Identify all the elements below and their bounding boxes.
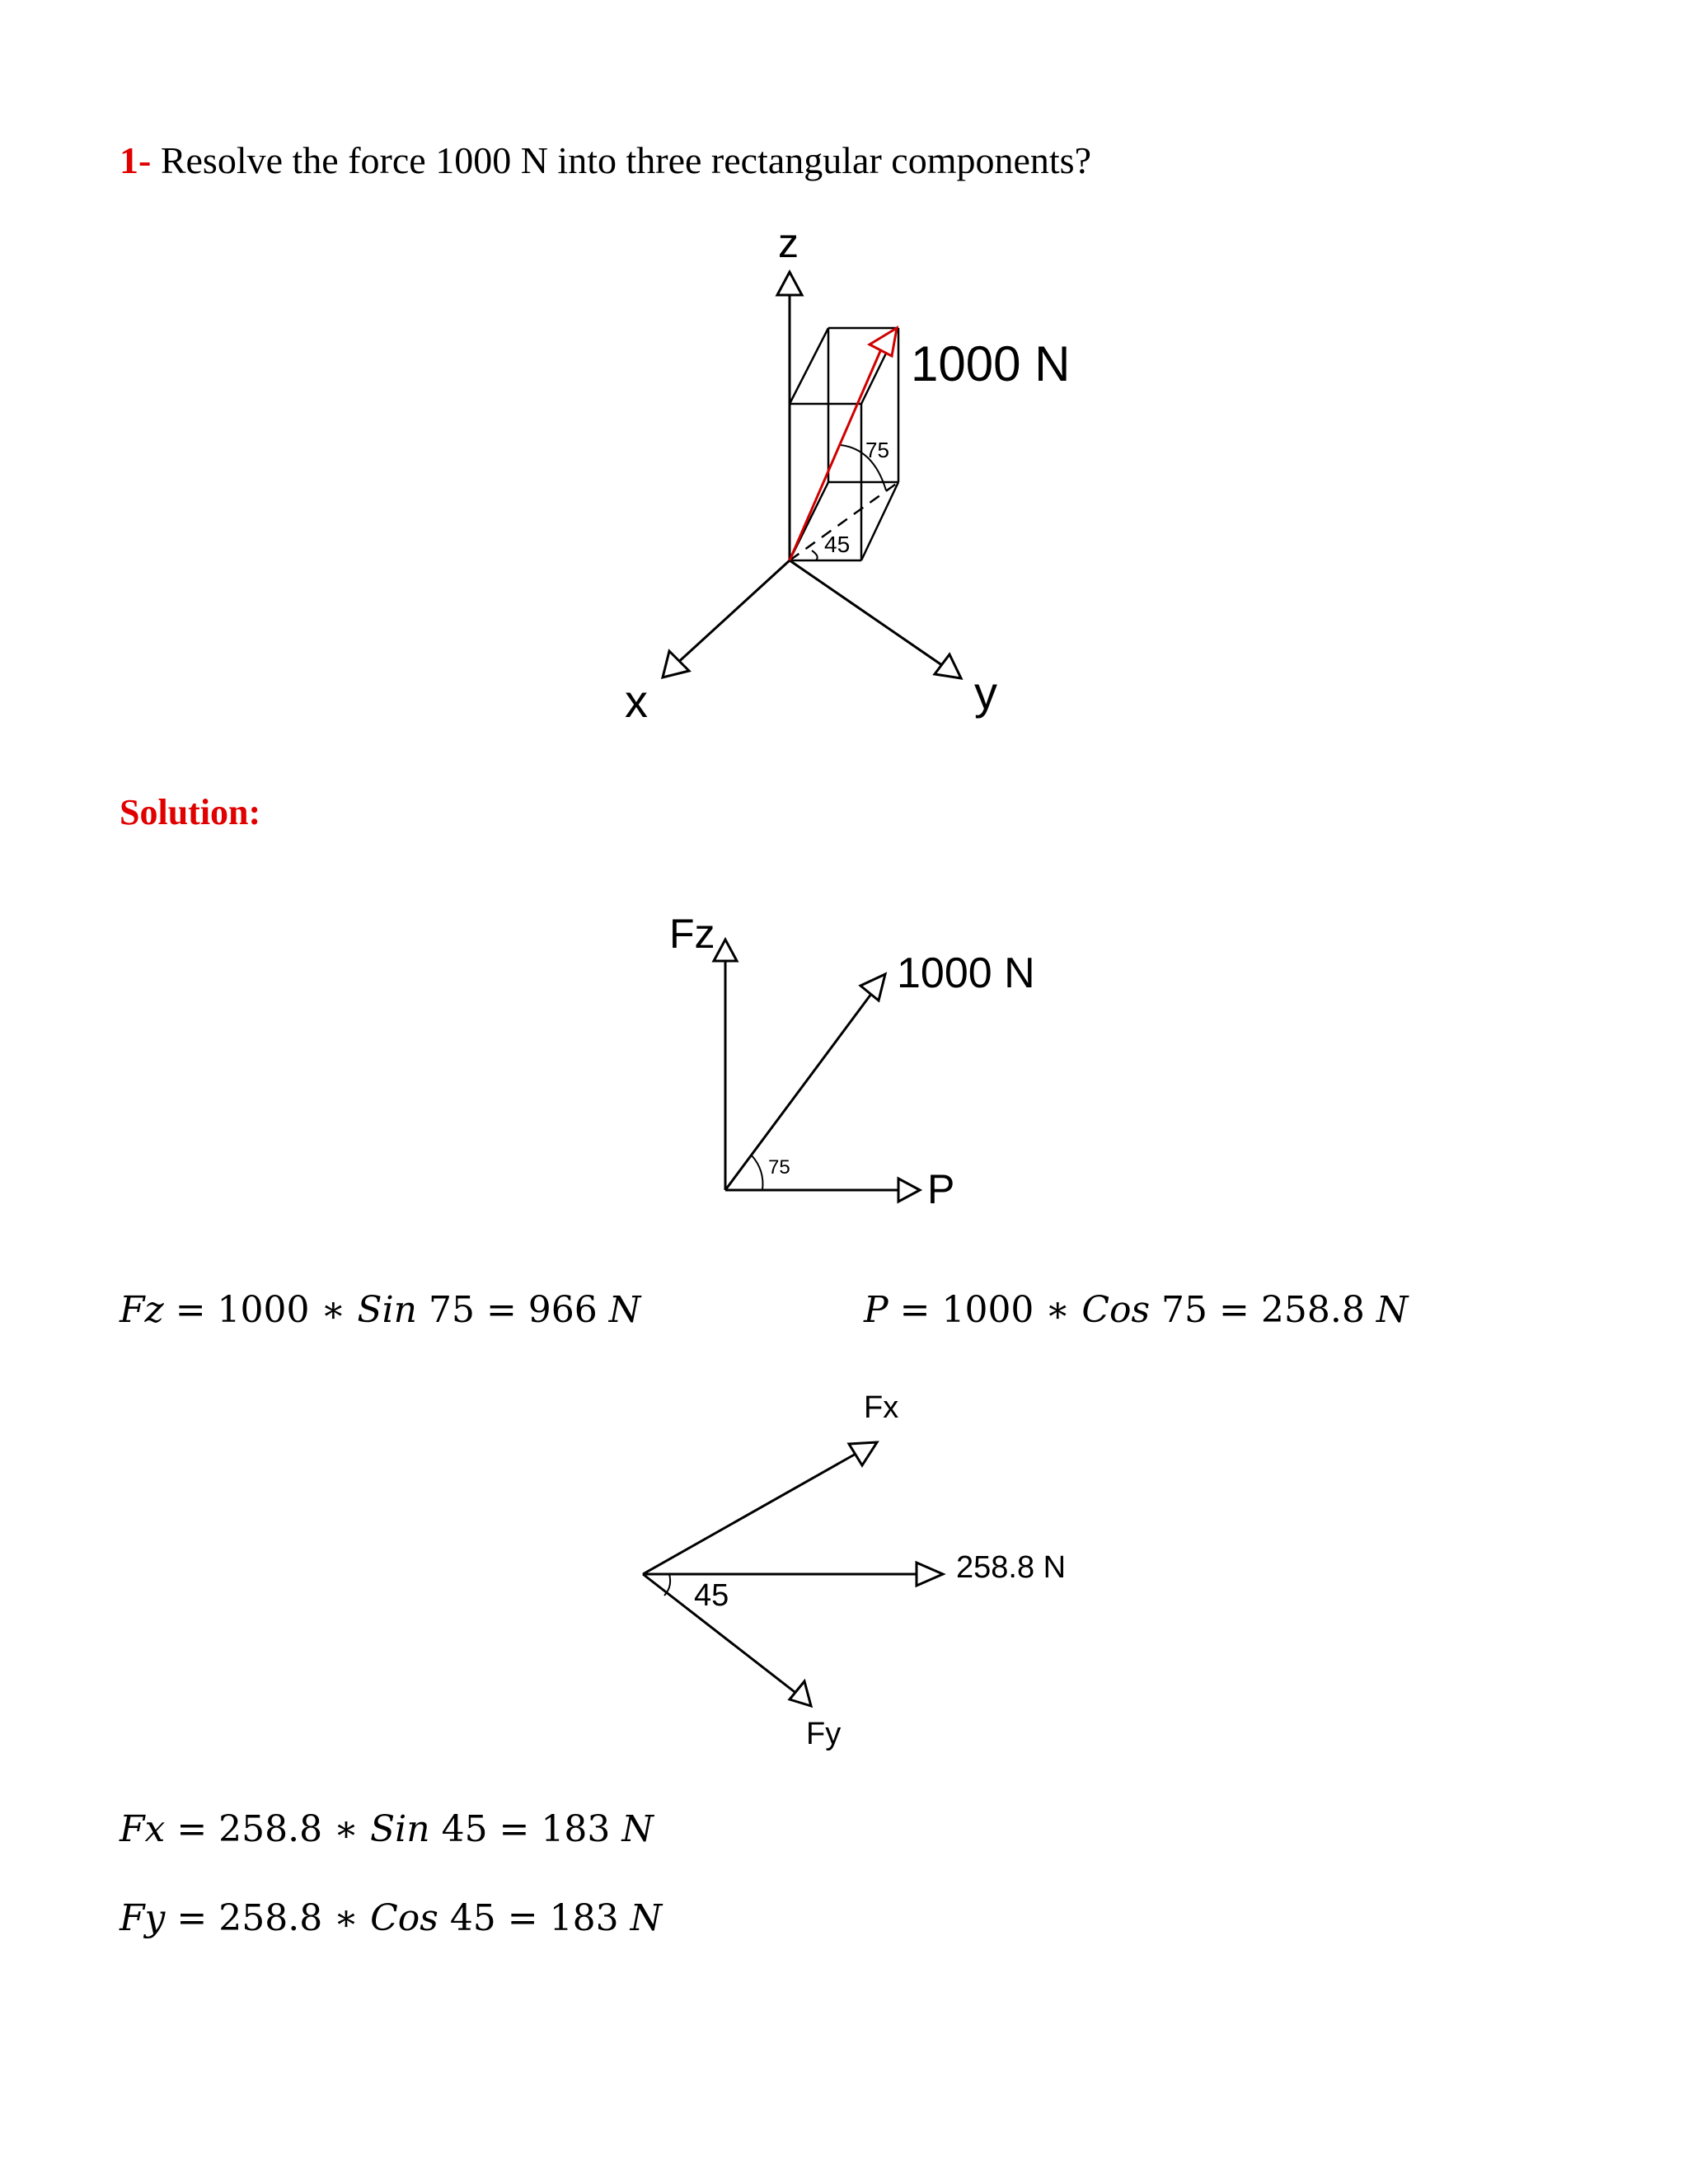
eq-fy-fn: Cos bbox=[370, 1897, 438, 1939]
fx-arrowhead bbox=[846, 1441, 879, 1468]
figure-fz-p bbox=[711, 936, 923, 1204]
force-1000n-label-2: 1000 N bbox=[897, 949, 1035, 997]
angle-75-arc bbox=[751, 1155, 764, 1191]
eq-fz-fn: Sin bbox=[357, 1289, 417, 1331]
angle-45-label-2: 45 bbox=[694, 1578, 729, 1613]
question-text: Resolve the force 1000 N into three rect… bbox=[160, 139, 1091, 181]
p-horizontal-arrowhead bbox=[915, 1560, 946, 1588]
eq-fx-fn: Sin bbox=[370, 1808, 430, 1850]
fy-vector-line bbox=[642, 1572, 799, 1696]
eq-p-tail: 75 = 258.8 bbox=[1150, 1289, 1376, 1331]
eq-fz-lhs: Fz bbox=[120, 1289, 164, 1331]
force-box bbox=[788, 326, 900, 562]
p-arrowhead bbox=[897, 1176, 923, 1204]
eq-p-unit: N bbox=[1376, 1289, 1409, 1331]
y-axis-label: y bbox=[974, 667, 997, 719]
eq-fx-rest: = 258.8 ∗ bbox=[165, 1808, 371, 1850]
equation-p: P = 1000 ∗ Cos 75 = 258.8 N bbox=[864, 1287, 1408, 1333]
eq-fy-unit: N bbox=[630, 1897, 663, 1939]
angle-45-arc bbox=[663, 1573, 672, 1596]
force-1000n-label: 1000 N bbox=[911, 336, 1070, 391]
angle-45-label: 45 bbox=[824, 532, 850, 557]
eq-p-lhs: P bbox=[864, 1289, 889, 1331]
angle-75-label-2: 75 bbox=[768, 1156, 790, 1179]
eq-p-rest: = 1000 ∗ bbox=[888, 1289, 1082, 1331]
equation-fx: Fx = 258.8 ∗ Sin 45 = 183 N bbox=[120, 1807, 654, 1853]
fy-arrowhead bbox=[787, 1678, 814, 1708]
force-resultant-arrowhead bbox=[866, 326, 899, 359]
angle-75-label: 75 bbox=[865, 438, 889, 462]
x-axis-line bbox=[673, 559, 791, 668]
eq-fy-rest: = 258.8 ∗ bbox=[165, 1897, 371, 1939]
figure-fx-fy bbox=[642, 1441, 946, 1708]
force-1000n-vector-line bbox=[724, 990, 875, 1191]
equation-fy: Fy = 258.8 ∗ Cos 45 = 183 N bbox=[120, 1896, 662, 1942]
figure-3d-force bbox=[660, 269, 964, 680]
equation-fz: Fz = 1000 ∗ Sin 75 = 966 N bbox=[120, 1287, 640, 1333]
eq-fx-tail: 45 = 183 bbox=[429, 1808, 622, 1850]
x-axis-label: x bbox=[625, 675, 648, 727]
y-axis-arrowhead bbox=[932, 652, 964, 680]
force-resultant-line bbox=[788, 337, 888, 561]
solution-heading: Solution: bbox=[120, 792, 261, 832]
p-label: P bbox=[927, 1166, 954, 1212]
y-axis-line bbox=[789, 559, 949, 671]
eq-fz-rest: = 1000 ∗ bbox=[163, 1289, 358, 1331]
eq-fz-tail: 75 = 966 bbox=[416, 1289, 609, 1331]
eq-p-fn: Cos bbox=[1081, 1289, 1151, 1331]
z-axis-arrowhead bbox=[775, 269, 804, 297]
x-axis-arrowhead bbox=[660, 649, 692, 680]
eq-fy-lhs: Fy bbox=[120, 1897, 166, 1939]
fx-label: Fx bbox=[864, 1390, 898, 1425]
eq-fy-tail: 45 = 183 bbox=[438, 1897, 631, 1939]
fx-vector-line bbox=[642, 1451, 858, 1576]
fz-arrowhead bbox=[711, 936, 739, 963]
eq-fx-unit: N bbox=[621, 1808, 654, 1850]
question-number: 1- bbox=[120, 139, 152, 181]
fy-label: Fy bbox=[806, 1717, 841, 1751]
fz-label: Fz bbox=[669, 911, 715, 957]
force-1000n-arrowhead bbox=[858, 972, 888, 1003]
eq-fx-lhs: Fx bbox=[120, 1808, 166, 1850]
z-axis-label: z bbox=[778, 220, 799, 266]
eq-fz-unit: N bbox=[608, 1289, 641, 1331]
question-line: 1- Resolve the force 1000 N into three r… bbox=[120, 136, 1091, 185]
p-value-label: 258.8 N bbox=[956, 1550, 1066, 1585]
